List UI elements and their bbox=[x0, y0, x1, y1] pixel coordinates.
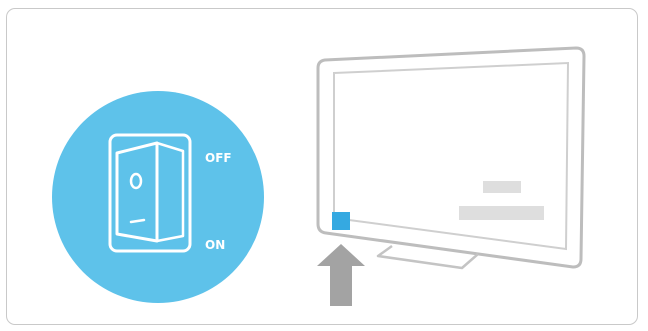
television-icon bbox=[318, 48, 584, 268]
screen-content-bar-1 bbox=[483, 181, 521, 193]
up-arrow-icon bbox=[317, 244, 365, 306]
screen-content-bar-2 bbox=[459, 206, 544, 220]
tv-power-button bbox=[332, 212, 350, 230]
power-switch-group: OFF ON bbox=[52, 91, 264, 303]
switch-on-label: ON bbox=[205, 238, 225, 252]
switch-off-label: OFF bbox=[205, 151, 232, 165]
